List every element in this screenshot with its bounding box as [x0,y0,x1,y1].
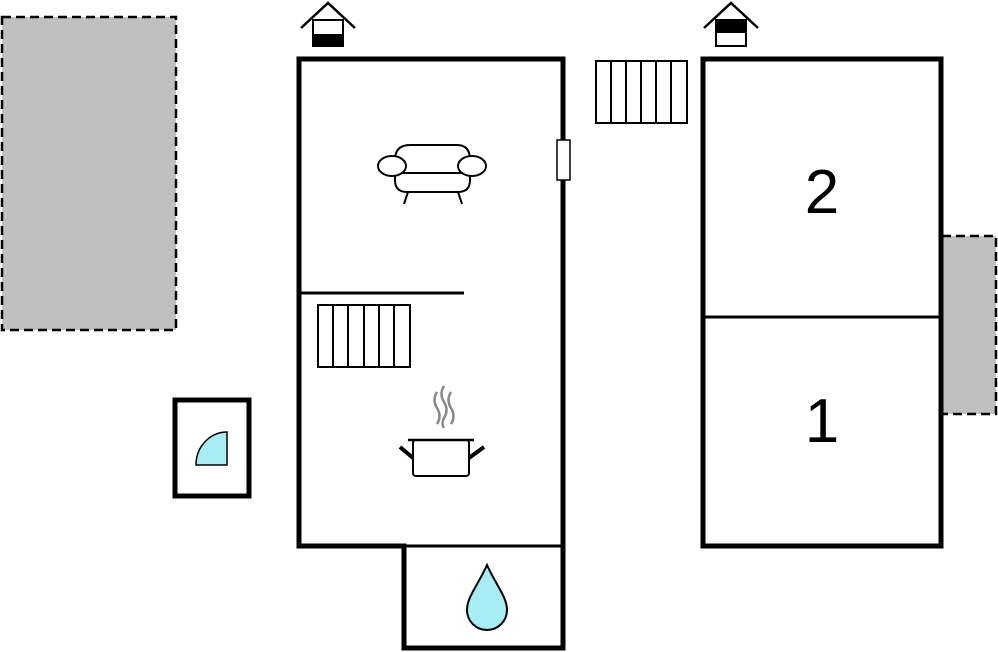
stairs-icon [317,304,411,368]
room-1-label: 1 [805,387,839,456]
house-entrance-icon [703,1,759,47]
water-drop-icon [465,562,509,631]
shower-icon [195,431,228,466]
door-icon [556,139,571,181]
terrace-left [0,15,178,332]
room-2-label: 2 [805,158,839,227]
house-entrance-icon [300,1,356,47]
terrace-right [940,234,998,416]
main-building-walls [296,56,566,651]
annex-building-walls [700,56,944,549]
cooking-pot-icon [398,385,486,477]
stairs-icon [595,60,688,124]
sofa-icon [377,144,487,205]
